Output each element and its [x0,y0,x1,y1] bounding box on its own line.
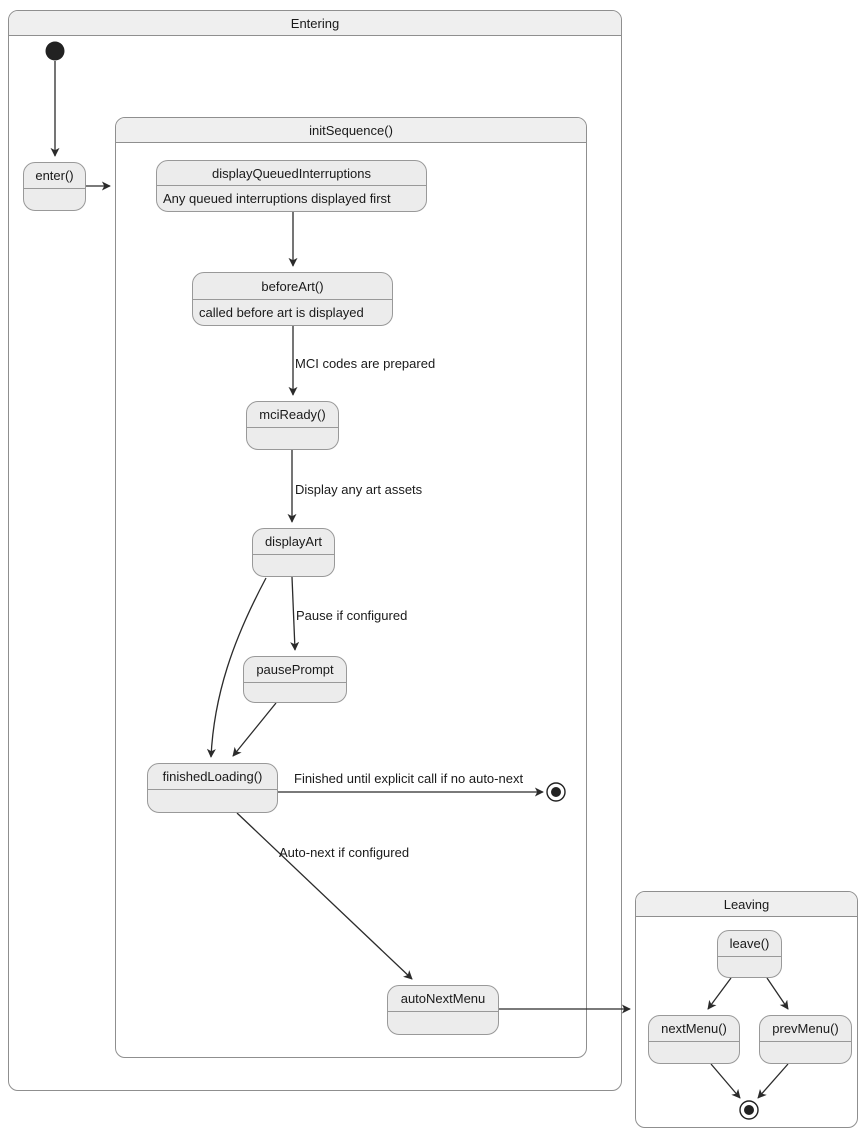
state-body [148,790,277,812]
state-body [760,1042,851,1063]
state-body [649,1042,739,1063]
state-title: autoNextMenu [388,986,498,1012]
edge-label-mci-prepared: MCI codes are prepared [295,356,436,371]
state-leave: leave() [717,930,782,978]
state-display-art: displayArt [252,528,335,577]
state-title: finishedLoading() [148,764,277,790]
composite-state-initsequence: initSequence() [115,117,587,1058]
state-enter: enter() [23,162,86,211]
state-body [388,1012,498,1034]
state-body [253,555,334,576]
state-title: mciReady() [247,402,338,428]
state-body [24,189,85,210]
edge-label-pause-if-configured: Pause if configured [296,608,408,623]
state-display-queued-interruptions: displayQueuedInterruptions Any queued in… [156,160,427,212]
state-before-art: beforeArt() called before art is display… [192,272,393,326]
composite-state-entering: Entering [8,10,622,1091]
state-title: prevMenu() [760,1016,851,1042]
edge-label-autonext-if-configured: Auto-next if configured [279,845,410,860]
state-body [247,428,338,449]
state-title: displayArt [253,529,334,555]
state-next-menu: nextMenu() [648,1015,740,1064]
state-title: enter() [24,163,85,189]
state-body [718,957,781,977]
state-description: called before art is displayed [199,305,364,320]
state-finished-loading: finishedLoading() [147,763,278,813]
state-description: Any queued interruptions displayed first [163,191,391,206]
initsequence-title: initSequence() [116,118,586,143]
edge-label-finished-no-autonext: Finished until explicit call if no auto-… [294,771,524,786]
state-pause-prompt: pausePrompt [243,656,347,703]
leaving-title: Leaving [636,892,857,917]
state-title: beforeArt() [193,273,392,300]
edge-label-display-art-assets: Display any art assets [295,482,423,497]
state-title: nextMenu() [649,1016,739,1042]
state-mci-ready: mciReady() [246,401,339,450]
state-prev-menu: prevMenu() [759,1015,852,1064]
state-title: pausePrompt [244,657,346,683]
state-title: leave() [718,931,781,957]
composite-state-leaving: Leaving [635,891,858,1128]
state-title: displayQueuedInterruptions [157,161,426,186]
state-auto-next-menu: autoNextMenu [387,985,499,1035]
entering-title: Entering [9,11,621,36]
state-body [244,683,346,702]
